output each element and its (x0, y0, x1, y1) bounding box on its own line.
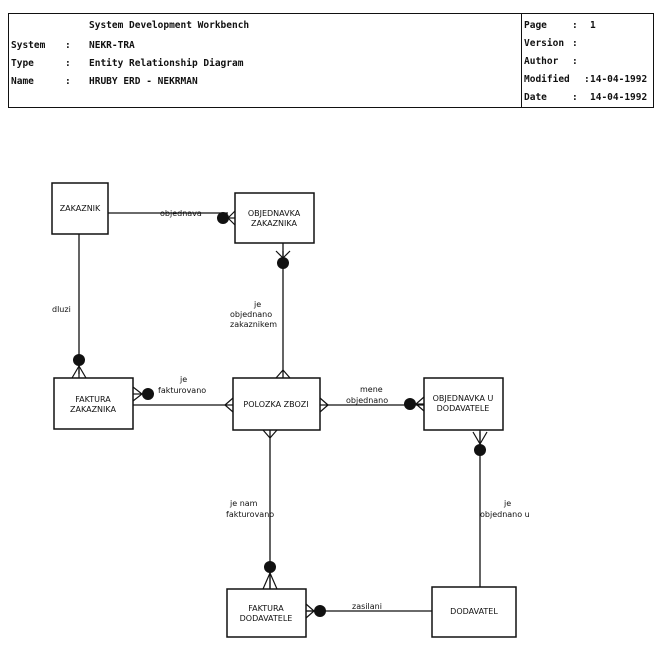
entity-zakaznik[interactable]: ZAKAZNIK (51, 182, 109, 235)
name-label: Name (11, 76, 34, 87)
tool-name: System Development Workbench (89, 20, 250, 31)
crow-foot-markers (71, 210, 488, 619)
marker-objednavka-u-bottom (472, 431, 488, 456)
relationship-label: fakturovano (158, 386, 206, 395)
rel-je-objednano-zakaznikem: je objednano zakaznikem (230, 300, 277, 329)
type-label: Type (11, 58, 34, 69)
marker-objednavka-down (275, 250, 291, 269)
page-value: 1 (590, 20, 596, 31)
entity-polozka-zbozi[interactable]: POLOZKA ZBOZI (232, 377, 321, 431)
relationship-label: objednano (230, 310, 272, 319)
relationship-label: zasilani (352, 602, 382, 611)
marker-faktura-dodavatele-top (262, 561, 278, 590)
marker-polozka-top (275, 369, 291, 379)
diagram-title-block: System Development Workbench System : NE… (8, 13, 654, 108)
version-label: Version (524, 38, 565, 49)
rel-zasilani: zasilani (352, 602, 382, 611)
entity-label: ZAKAZNIKA (251, 219, 297, 228)
page-sep: : (572, 20, 578, 31)
modified-label: Modified (524, 74, 570, 85)
system-sep: : (65, 40, 71, 51)
relationship-label: je (253, 300, 261, 309)
entity-label: POLOZKA ZBOZI (243, 400, 308, 409)
title-block-meta: Page : 1 Version : Author : Modified : 1… (521, 13, 654, 108)
relationship-label: mene (360, 385, 383, 394)
entity-label: ZAKAZNIKA (70, 405, 116, 414)
relationship-label: je (179, 375, 187, 384)
relationship-label: je nam (229, 499, 258, 508)
rel-je-fakturovano: je fakturovano (158, 375, 206, 395)
date-value: 14-04-1992 (590, 92, 648, 103)
entity-label: FAKTURA (248, 604, 284, 613)
system-value: NEKR-TRA (89, 40, 135, 51)
relationship-label: objednava (160, 209, 202, 218)
entity-faktura-dodavatele[interactable]: FAKTURA DODAVATELE (226, 588, 307, 638)
author-label: Author (524, 56, 559, 67)
marker-polozka-bottom (262, 429, 278, 439)
title-block-main: System Development Workbench System : NE… (8, 13, 522, 108)
marker-polozka-left (224, 397, 234, 413)
entity-label: DODAVATELE (240, 614, 293, 623)
marker-objednava-end (217, 210, 236, 226)
name-sep: : (65, 76, 71, 87)
type-value: Entity Relationship Diagram (89, 58, 244, 69)
relationship-label: fakturovano (226, 510, 274, 519)
marker-fakturovano-end (132, 386, 154, 402)
rel-dluzi: dluzi (52, 305, 71, 314)
author-sep: : (572, 56, 578, 67)
rel-objednava: objednava (160, 209, 202, 218)
rel-je-objednano-u: je objednano u (480, 499, 530, 519)
entity-objednavka-zakaznika[interactable]: OBJEDNAVKA ZAKAZNIKA (234, 192, 315, 244)
entity-label: ZAKAZNIK (60, 204, 101, 213)
relationship-label: je (503, 499, 511, 508)
relationship-label: objednano (346, 396, 388, 405)
system-label: System (11, 40, 46, 51)
relationship-label: zakaznikem (230, 320, 277, 329)
version-sep: : (572, 38, 578, 49)
entity-label: FAKTURA (75, 395, 111, 404)
rel-je-nam-fakturovano: je nam fakturovano (226, 499, 274, 519)
marker-dluzi-end (71, 354, 87, 379)
entity-label: OBJEDNAVKA U (433, 394, 494, 403)
date-sep: : (572, 92, 578, 103)
entity-dodavatel[interactable]: DODAVATEL (431, 586, 517, 638)
type-sep: : (65, 58, 71, 69)
page-label: Page (524, 20, 547, 31)
entity-label: OBJEDNAVKA (248, 209, 301, 218)
modified-value: 14-04-1992 (590, 74, 648, 85)
relationship-label: dluzi (52, 305, 71, 314)
marker-polozka-right (319, 397, 329, 413)
name-value: HRUBY ERD - NEKRMAN (89, 76, 198, 87)
entity-faktura-zakaznika[interactable]: FAKTURA ZAKAZNIKA (53, 377, 134, 430)
rel-mene-objednano: mene objednano (346, 385, 388, 405)
date-label: Date (524, 92, 547, 103)
marker-zasilani-end (305, 603, 326, 619)
entity-objednavka-u-dodavatele[interactable]: OBJEDNAVKA U DODAVATELE (423, 377, 504, 431)
modified-sep: : (584, 74, 590, 85)
entity-label: DODAVATELE (437, 404, 490, 413)
entity-label: DODAVATEL (450, 607, 498, 616)
relationship-label: objednano u (480, 510, 530, 519)
marker-objednavka-u-left (404, 396, 425, 412)
